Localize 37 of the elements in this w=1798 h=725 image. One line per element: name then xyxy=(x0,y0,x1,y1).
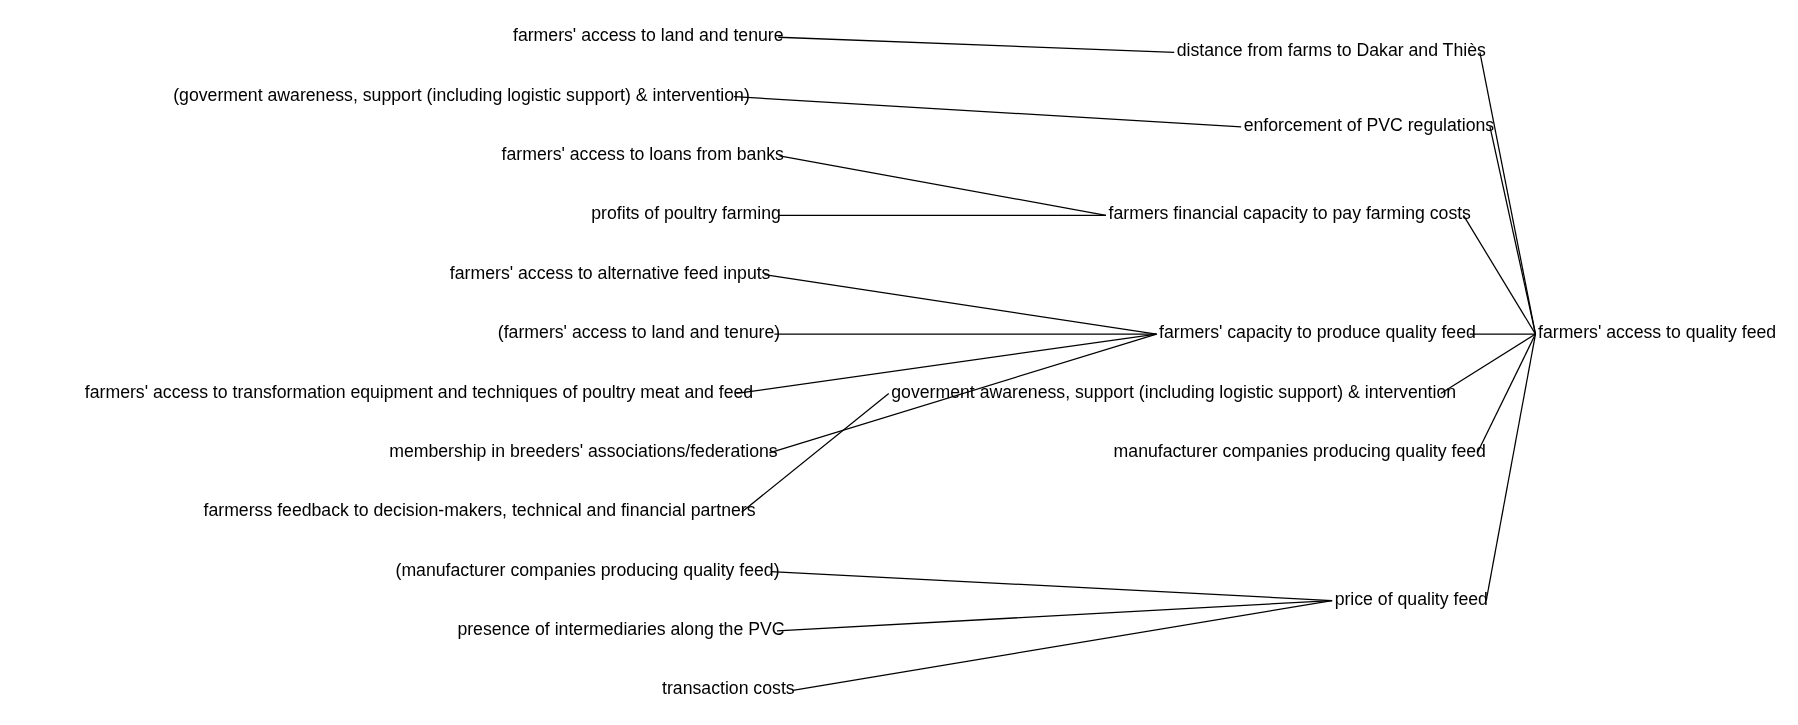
node-text: farmers' access to loans from banks xyxy=(501,144,784,165)
connector xyxy=(735,333,1157,395)
connector xyxy=(732,96,1242,128)
node-text: (goverment awareness, support (including logistic support) & intervention) xyxy=(172,84,750,105)
node-text: farmers' access to transformation equipment and techniques of poultry meat and feed xyxy=(84,381,753,402)
connector xyxy=(778,155,1107,216)
connector xyxy=(1488,126,1536,335)
node-text: enforcement of PVC regulations xyxy=(1243,114,1494,135)
connector xyxy=(763,274,1157,335)
connector xyxy=(1478,51,1536,335)
connector xyxy=(773,333,1157,335)
node-text: (farmers' access to land and tenure) xyxy=(497,322,780,343)
node-text: farmerss feedback to decision-makers, technical and financial partners xyxy=(203,500,756,521)
node-text: distance from farms to Dakar and Thiès xyxy=(1176,40,1486,61)
node-text: farmers' access to quality feed xyxy=(1537,322,1776,343)
node-text: profits of poultry farming xyxy=(590,203,781,224)
node-text: manufacturer companies producing quality feed xyxy=(1113,440,1486,461)
connector xyxy=(740,392,889,513)
node-text: membership in breeders' associations/federations xyxy=(388,440,778,461)
node-text: farmers' access to land and tenure xyxy=(512,25,784,46)
connector xyxy=(1439,333,1536,395)
connector xyxy=(777,214,1107,216)
connector xyxy=(1476,333,1536,454)
node-text: transaction costs xyxy=(661,678,795,699)
node-text: presence of intermediaries along the PVC xyxy=(456,618,785,639)
connector xyxy=(1462,214,1536,335)
node-text: price of quality feed xyxy=(1334,588,1488,609)
node-text: farmers financial capacity to pay farming costs xyxy=(1108,203,1471,224)
node-text: goverment awareness, support (including logistic support) & intervention xyxy=(890,381,1456,402)
connector xyxy=(1468,333,1536,335)
connector xyxy=(791,599,1333,691)
connector xyxy=(768,333,1157,454)
connector xyxy=(1485,333,1536,602)
node-text: (manufacturer companies producing quality feed) xyxy=(395,559,780,580)
connector xyxy=(777,36,1175,54)
node-text: farmers' access to alternative feed inputs xyxy=(449,262,770,283)
node-text: farmers' capacity to produce quality feed xyxy=(1158,322,1476,343)
